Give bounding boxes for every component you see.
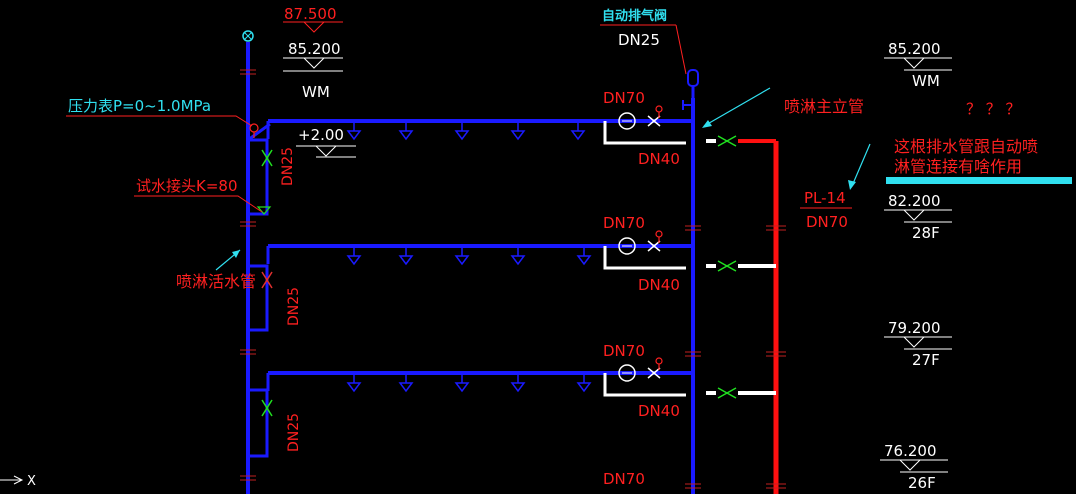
floor-label: 27F	[912, 351, 940, 369]
flow-indicator-icon	[618, 237, 636, 255]
pressure-gauge-leader	[66, 115, 253, 127]
dn40-label: DN40	[638, 402, 680, 420]
drain-riser	[738, 139, 786, 494]
dn40-label: DN40	[638, 150, 680, 168]
dn70-label: DN70	[603, 342, 645, 360]
elevation-marker-2: 82.200 28F	[884, 192, 952, 242]
floor-label: 26F	[908, 474, 936, 492]
elevation-marker-3: 79.200 27F	[884, 319, 952, 369]
sprinkler-head-icon	[454, 246, 470, 266]
elevation-value: 76.200	[884, 442, 937, 460]
dn25-label-1: DN25	[280, 147, 296, 186]
dn25-label-3: DN25	[286, 413, 302, 452]
left-sprinkler-riser	[240, 42, 256, 494]
floor-label: 28F	[912, 224, 940, 242]
elevation-marker-4: 76.200 26F	[880, 442, 948, 492]
main-sprinkler-riser	[685, 98, 701, 494]
sprinkler-head-icon	[510, 121, 526, 141]
drain-valve-icon	[717, 387, 737, 399]
gate-valve-icon	[647, 115, 661, 127]
drain-size-label: DN70	[806, 213, 848, 231]
wet-pipe-arrow-icon	[215, 249, 241, 271]
question-arrow-icon	[848, 143, 871, 190]
dn70-label: DN70	[603, 470, 645, 488]
auto-air-vent-icon	[682, 69, 699, 110]
flow-indicator-icon	[618, 364, 636, 382]
floor-label: WM	[912, 72, 940, 90]
sprinkler-head-icon	[570, 121, 586, 141]
dn70-label: DN70	[603, 89, 645, 107]
sprinkler-head-icon	[346, 121, 362, 141]
air-valve-dn-label: DN25	[618, 31, 660, 49]
test-nozzle-icon	[256, 206, 272, 215]
drain-tag-label: PL-14	[804, 189, 846, 207]
top-elevation-marker: 87.500 85.200 WM	[283, 5, 343, 101]
sprinkler-head-icon	[346, 246, 362, 266]
sprinkler-head-icon	[576, 373, 592, 393]
sprinkler-head-icon	[398, 246, 414, 266]
elevation-value: 79.200	[888, 319, 941, 337]
elev-top-label: 87.500	[284, 5, 337, 23]
dn70-label: DN70	[603, 214, 645, 232]
sprinkler-head-icon	[510, 246, 526, 266]
question-line-2: 淋管连接有啥作用	[894, 157, 1022, 176]
main-riser-arrow-icon	[702, 87, 771, 128]
test-joint-label: 试水接头K=80	[136, 177, 238, 195]
sprinkler-head-icon	[398, 121, 414, 141]
drain-valve-icon	[717, 260, 737, 272]
highlight-bar	[886, 177, 1072, 184]
question-marks: ？ ？ ？	[966, 100, 1021, 118]
sprinkler-elev-marker: +2.00	[296, 126, 356, 158]
test-joint-leader	[134, 195, 263, 213]
gate-valve-icon	[647, 240, 661, 252]
loop-valve-icons	[261, 149, 273, 417]
question-line-1: 这根排水管跟自动喷	[894, 137, 1038, 156]
sprinkler-head-icon	[510, 373, 526, 393]
wet-pipe-label: 喷淋活水管	[176, 272, 256, 291]
riser-top-symbol-icon	[242, 30, 254, 42]
sprinkler-head-icon	[576, 246, 592, 266]
dn25-label-2: DN25	[286, 287, 302, 326]
sprinkler-head-icon	[454, 121, 470, 141]
sprinkler-elev-label: +2.00	[298, 126, 344, 144]
main-riser-label: 喷淋主立管	[784, 97, 864, 116]
pressure-gauge-label: 压力表P=0~1.0MPa	[68, 97, 211, 115]
air-valve-label: 自动排气阀	[602, 8, 667, 24]
air-valve-leader	[675, 24, 687, 75]
elevation-value: 85.200	[888, 40, 941, 58]
ucs-axis-icon: X	[0, 474, 36, 489]
wm-left-label: WM	[302, 83, 330, 101]
gate-valve-icon	[647, 367, 661, 379]
dn40-label: DN40	[638, 276, 680, 294]
pressure-gauge-icon	[249, 123, 259, 138]
drain-valve-icon	[717, 135, 737, 147]
test-loops	[247, 122, 271, 458]
sprinkler-head-icon	[398, 373, 414, 393]
sprinkler-head-icon	[346, 373, 362, 393]
elevation-value: 82.200	[888, 192, 941, 210]
ucs-axis-label: X	[27, 474, 36, 489]
sprinkler-head-icon	[454, 373, 470, 393]
elev-sub-label: 85.200	[288, 40, 341, 58]
flow-indicator-icon	[618, 112, 636, 130]
